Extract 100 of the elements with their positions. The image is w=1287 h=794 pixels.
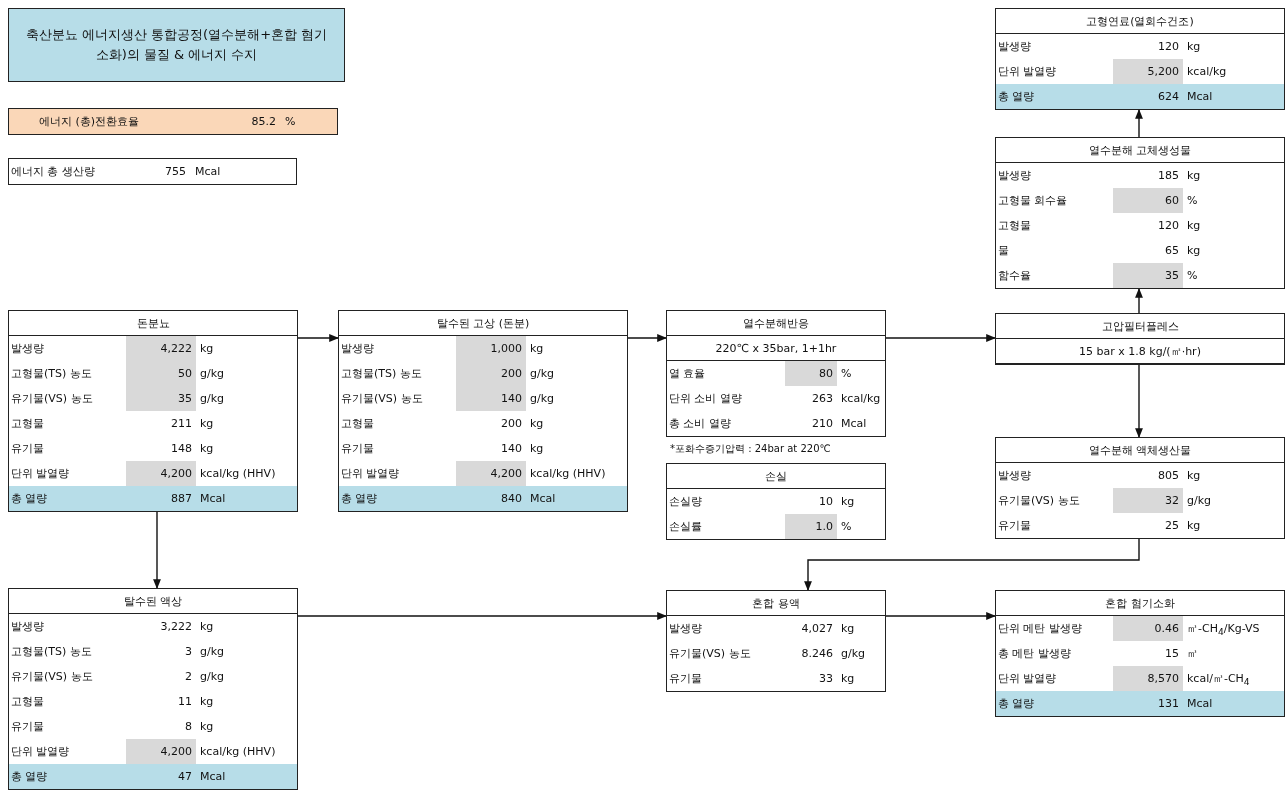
value-text: 120 bbox=[1157, 218, 1180, 234]
unit-label: % bbox=[841, 519, 852, 535]
data-table bbox=[338, 310, 628, 512]
value-text: 185 bbox=[1157, 168, 1180, 184]
unit-label: Mcal bbox=[195, 164, 221, 180]
unit-label: g/kg bbox=[200, 669, 225, 685]
summary-value: 755 bbox=[164, 164, 187, 180]
row-label: 총 열량 bbox=[11, 769, 48, 785]
row-label: 유기물(VS) 농도 bbox=[998, 493, 1080, 509]
unit-label: kcal/kg (HHV) bbox=[200, 466, 276, 482]
unit-label: g/kg bbox=[841, 646, 866, 662]
input-value-cell: 35 bbox=[126, 386, 196, 411]
arrow bbox=[804, 538, 1140, 591]
input-value-cell: 200 bbox=[456, 361, 526, 386]
value-text: 11 bbox=[177, 694, 193, 710]
unit-label: % bbox=[1187, 268, 1198, 284]
unit-label: Mcal bbox=[841, 416, 867, 432]
value-text: 840 bbox=[500, 491, 523, 507]
row-label: 총 소비 열량 bbox=[669, 416, 731, 432]
row-label: 총 열량 bbox=[998, 696, 1035, 712]
unit-label: kg bbox=[200, 416, 214, 432]
row-label: 발생량 bbox=[669, 621, 702, 637]
data-table bbox=[666, 463, 886, 540]
row-label: 고형물(TS) 농도 bbox=[341, 366, 422, 382]
row-label: 고형물 bbox=[998, 218, 1031, 234]
value-text: 805 bbox=[1157, 468, 1180, 484]
input-value-cell: 8,570 bbox=[1113, 666, 1183, 691]
row-label: 유기물 bbox=[11, 719, 44, 735]
input-value-cell: 35 bbox=[1113, 263, 1183, 288]
row-label: 단위 소비 열량 bbox=[669, 391, 742, 407]
value-text: 263 bbox=[811, 391, 834, 407]
value-text: 4,027 bbox=[800, 621, 834, 637]
input-value-cell: 1,000 bbox=[456, 336, 526, 361]
value-text: 8 bbox=[184, 719, 193, 735]
row-label: 발생량 bbox=[998, 168, 1031, 184]
arrow bbox=[885, 334, 996, 342]
row-label: 유기물(VS) 농도 bbox=[11, 669, 93, 685]
unit-label: kg bbox=[841, 494, 855, 510]
unit-label: kg bbox=[1187, 39, 1201, 55]
row-label: 발생량 bbox=[11, 619, 44, 635]
unit-label: kg bbox=[530, 441, 544, 457]
input-value-cell: 4,200 bbox=[456, 461, 526, 486]
row-label: 유기물 bbox=[11, 441, 44, 457]
row-label: 유기물 bbox=[341, 441, 374, 457]
row-label: 손실량 bbox=[669, 494, 702, 510]
value-text: 120 bbox=[1157, 39, 1180, 55]
unit-label: kg bbox=[200, 619, 214, 635]
row-label: 고형물 bbox=[11, 416, 44, 432]
summary-bar bbox=[8, 108, 338, 135]
row-label: 단위 메탄 발생량 bbox=[998, 621, 1082, 637]
unit-label: kcal/kg (HHV) bbox=[530, 466, 606, 482]
unit-label: kcal/㎥-CH$_{4}$ bbox=[1187, 671, 1250, 690]
input-value-cell: 0.46 bbox=[1113, 616, 1183, 641]
row-label: 유기물 bbox=[998, 518, 1031, 534]
input-value-cell: 1.0 bbox=[785, 514, 837, 539]
unit-label: g/kg bbox=[530, 391, 555, 407]
unit-label: g/kg bbox=[200, 644, 225, 660]
unit-label: % bbox=[285, 114, 296, 130]
unit-label: kg bbox=[1187, 168, 1201, 184]
unit-label: kcal/kg bbox=[841, 391, 881, 407]
table-header: 열수분해반응 bbox=[667, 311, 885, 336]
data-table bbox=[995, 437, 1285, 539]
row-label: 총 열량 bbox=[341, 491, 378, 507]
input-value-cell: 140 bbox=[456, 386, 526, 411]
unit-label: kg bbox=[841, 621, 855, 637]
row-label: 단위 발열량 bbox=[11, 744, 70, 760]
value-text: 140 bbox=[500, 441, 523, 457]
row-label: 발생량 bbox=[341, 341, 374, 357]
value-text: 3,222 bbox=[159, 619, 193, 635]
unit-label: Mcal bbox=[200, 769, 226, 785]
input-value-cell: 50 bbox=[126, 361, 196, 386]
input-value-cell: 5,200 bbox=[1113, 59, 1183, 84]
row-label: 총 메탄 발생량 bbox=[998, 646, 1071, 662]
row-label: 고형물(TS) 농도 bbox=[11, 366, 92, 382]
unit-label: % bbox=[1187, 193, 1198, 209]
data-table bbox=[995, 590, 1285, 717]
row-label: 물 bbox=[998, 243, 1009, 259]
table-header: 고압필터플레스 bbox=[996, 314, 1284, 339]
arrow bbox=[885, 612, 996, 620]
unit-label: kg bbox=[1187, 218, 1201, 234]
unit-label: kg bbox=[530, 341, 544, 357]
input-value-cell: 4,222 bbox=[126, 336, 196, 361]
value-text: 210 bbox=[811, 416, 834, 432]
arrow bbox=[1135, 109, 1143, 138]
value-text: 2 bbox=[184, 669, 193, 685]
table-header: 탈수된 액상 bbox=[9, 589, 297, 614]
input-value-cell: 4,200 bbox=[126, 739, 196, 764]
unit-label: kg bbox=[1187, 518, 1201, 534]
unit-label: g/kg bbox=[1187, 493, 1212, 509]
data-table bbox=[995, 8, 1285, 110]
row-label: 단위 발열량 bbox=[11, 466, 70, 482]
unit-label: kg bbox=[1187, 243, 1201, 259]
summary-value: 85.2 bbox=[250, 114, 277, 130]
arrow bbox=[153, 511, 161, 589]
input-value-cell: 80 bbox=[785, 361, 837, 386]
unit-label: kg bbox=[1187, 468, 1201, 484]
row-label: 유기물 bbox=[669, 671, 702, 687]
unit-label: kcal/kg (HHV) bbox=[200, 744, 276, 760]
input-value-cell: 32 bbox=[1113, 488, 1183, 513]
unit-label: g/kg bbox=[530, 366, 555, 382]
